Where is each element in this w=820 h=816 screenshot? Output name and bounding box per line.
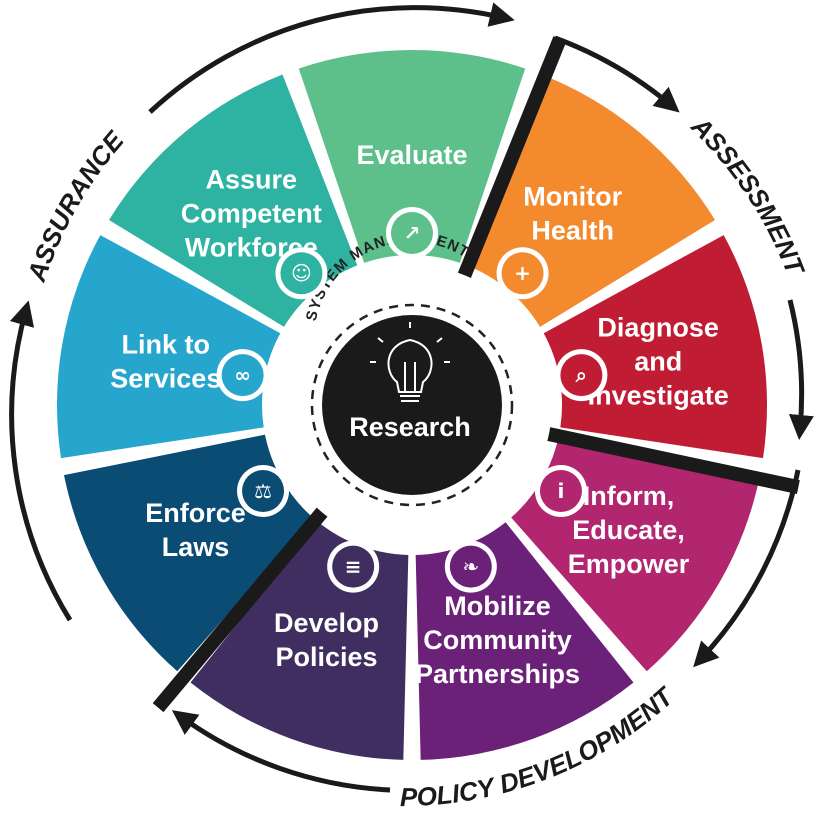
center-hub: Research [322,315,502,495]
svg-text:≡: ≡ [345,555,362,579]
lightbulb-icon [370,322,450,402]
segment-label-line: Monitor [523,181,622,211]
segment-label-line: and [634,347,682,377]
segment-link [56,235,281,459]
dashed-ring [310,303,514,507]
segment-label-line: Evaluate [356,140,467,170]
svg-text:i: i [558,479,565,503]
cycle-arrows [9,2,814,793]
svg-text:+: + [514,261,531,285]
segment-label-line: Enforce [145,498,246,528]
svg-text:↗: ↗ [404,221,421,245]
arrow-lower-right [693,469,801,668]
segment-label-line: Policies [275,642,377,672]
magnifier-icon: ⌕ [555,349,608,402]
segment-label-line: Mobilize [444,591,551,621]
scroll-icon: ≡ [327,540,380,593]
people-icon: ☺ [275,247,328,300]
phase-divider [537,425,800,494]
segment-label-link: Link to Services [110,330,221,394]
segment-label-line: Competent [181,198,322,228]
segment-label-evaluate: Evaluate [356,140,467,170]
segment-diagnose [543,235,768,459]
segment-label-inform: Inform, Educate, Empower [568,481,690,579]
segment-label-line: Inform, [583,481,675,511]
segment-label-line: Link to [122,330,211,360]
segment-evaluate [298,49,526,263]
segment-label-line: Community [423,625,572,655]
svg-text:⌕: ⌕ [575,363,587,387]
segment-label-line: Assure [206,164,298,194]
center-circle [322,315,502,495]
info-icon: i [534,465,587,517]
phase-divider [454,36,567,288]
segment-label-line: Diagnose [597,313,719,343]
svg-text:❧: ❧ [462,555,479,579]
svg-text:⚖: ⚖ [254,479,272,503]
segment-label-line: Partnerships [415,659,580,689]
segment-label-line: Laws [162,532,230,562]
service-icons: ↗ + ⌕ i ❧ ≡ ⚖ ∞ ☺ [216,207,608,593]
arrow-left [9,300,73,622]
phase-divider [152,500,334,713]
scales-icon: ⚖ [237,465,290,517]
segment-label-line: Develop [274,608,379,638]
segment-label-line: Educate, [572,515,685,545]
segment-label-line: Health [531,215,614,245]
svg-text:☺: ☺ [291,261,312,285]
chart-icon: ↗ [386,207,438,259]
arrow-top [148,2,515,114]
arrow-bottom [171,710,391,793]
svg-text:∞: ∞ [234,363,251,387]
handshake-icon: ❧ [444,540,497,593]
plus-icon: + [496,247,549,300]
segment-label-line: Investigate [588,381,729,411]
chain-link-icon: ∞ [216,349,269,402]
arrow-top-right [554,35,680,113]
segment-label-line: Empower [568,549,690,579]
center-label: Research [349,412,471,442]
segment-label-line: Services [110,364,221,394]
arrow-right [787,299,814,440]
